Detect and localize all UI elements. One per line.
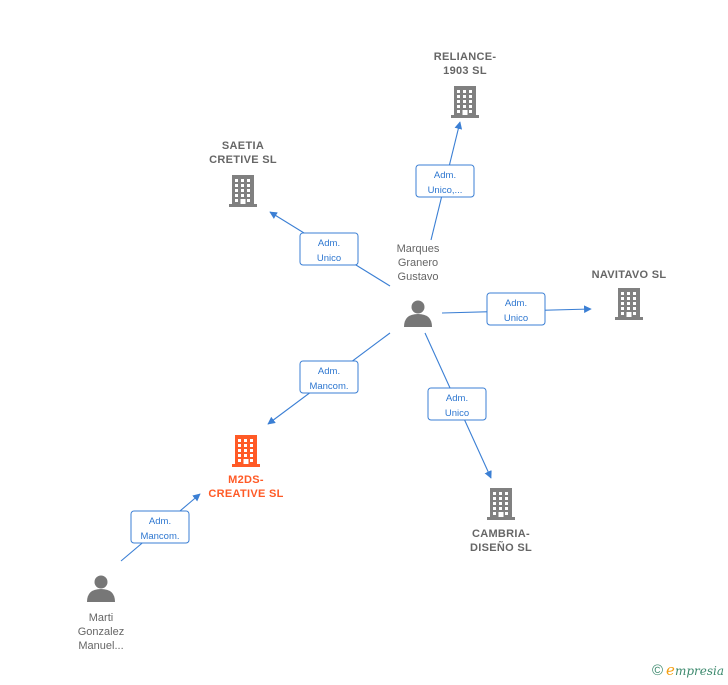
person-icon: [404, 300, 432, 327]
brand-name: mpresia: [674, 664, 724, 678]
relation-label-box: [415, 164, 475, 198]
relation-label-text: Unico: [504, 313, 528, 324]
relation-label-text: Adm.: [434, 170, 456, 181]
relation-label-marques-saetia[interactable]: Adm. Unico: [299, 232, 359, 266]
node-label-line: M2DS-: [228, 474, 264, 486]
node-label-line: CAMBRIA-: [472, 528, 530, 540]
node-label-line: Manuel...: [78, 640, 123, 652]
building-icon: [451, 86, 479, 118]
brand-logo-initial: e: [666, 661, 675, 679]
node-label-line: NAVITAVO SL: [592, 269, 667, 281]
company-node-reliance[interactable]: RELIANCE- 1903 SL: [434, 51, 497, 118]
copyright-icon: ©: [651, 662, 664, 679]
relation-label-marques-cambria[interactable]: Adm. Unico: [427, 387, 487, 421]
person-icon: [87, 575, 115, 602]
node-label-line: DISEÑO SL: [470, 541, 532, 554]
company-node-cambria[interactable]: CAMBRIA-DISEÑO SL: [470, 488, 532, 554]
company-node-saetia[interactable]: SAETIA CRETIVE SL: [209, 140, 277, 207]
relation-label-box: [299, 232, 359, 266]
building-icon: [229, 175, 257, 207]
relation-label-text: Adm.: [446, 393, 468, 404]
company-node-m2ds[interactable]: M2DS- CREATIVE SL: [208, 435, 283, 500]
relation-label-text: Mancom.: [140, 531, 179, 542]
relation-label-marques-reliance[interactable]: Adm. Unico,...: [415, 164, 475, 198]
relation-label-box: [299, 360, 359, 394]
relation-label-marques-navitavo[interactable]: Adm. Unico: [486, 292, 546, 326]
relation-label-text: Unico,...: [428, 185, 463, 196]
relation-label-box: [486, 292, 546, 326]
person-node-marti[interactable]: MartiGonzalezManuel...: [78, 575, 124, 653]
node-label-line: Marques: [397, 243, 440, 255]
relation-label-marques-m2ds[interactable]: Adm. Mancom.: [299, 360, 359, 394]
node-label-line: CRETIVE SL: [209, 154, 277, 166]
relation-label-text: Adm.: [505, 298, 527, 309]
relation-label-box: [427, 387, 487, 421]
node-label-line: Gustavo: [398, 271, 439, 283]
building-icon: [232, 435, 260, 467]
relation-label-text: Unico: [317, 253, 341, 264]
node-label-line: Marti: [89, 612, 113, 624]
node-label-line: Granero: [398, 257, 438, 269]
node-label-line: SAETIA: [222, 140, 264, 152]
relation-label-text: Adm.: [318, 238, 340, 249]
building-icon: [615, 288, 643, 320]
relation-label-text: Adm.: [149, 516, 171, 527]
relation-label-box: [130, 510, 190, 544]
node-label-line: 1903 SL: [443, 65, 487, 77]
empresia-brand[interactable]: ©empresia: [652, 661, 724, 679]
relation-label-marti-m2ds[interactable]: Adm. Mancom.: [130, 510, 190, 544]
relation-label-text: Adm.: [318, 366, 340, 377]
relation-label-text: Mancom.: [309, 381, 348, 392]
company-node-navitavo[interactable]: NAVITAVO SL: [592, 269, 667, 320]
node-label-line: RELIANCE-: [434, 51, 497, 63]
node-label-line: Gonzalez: [78, 626, 124, 638]
relation-label-text: Unico: [445, 408, 469, 419]
node-label-line: CREATIVE SL: [208, 488, 283, 500]
building-icon: [487, 488, 515, 520]
